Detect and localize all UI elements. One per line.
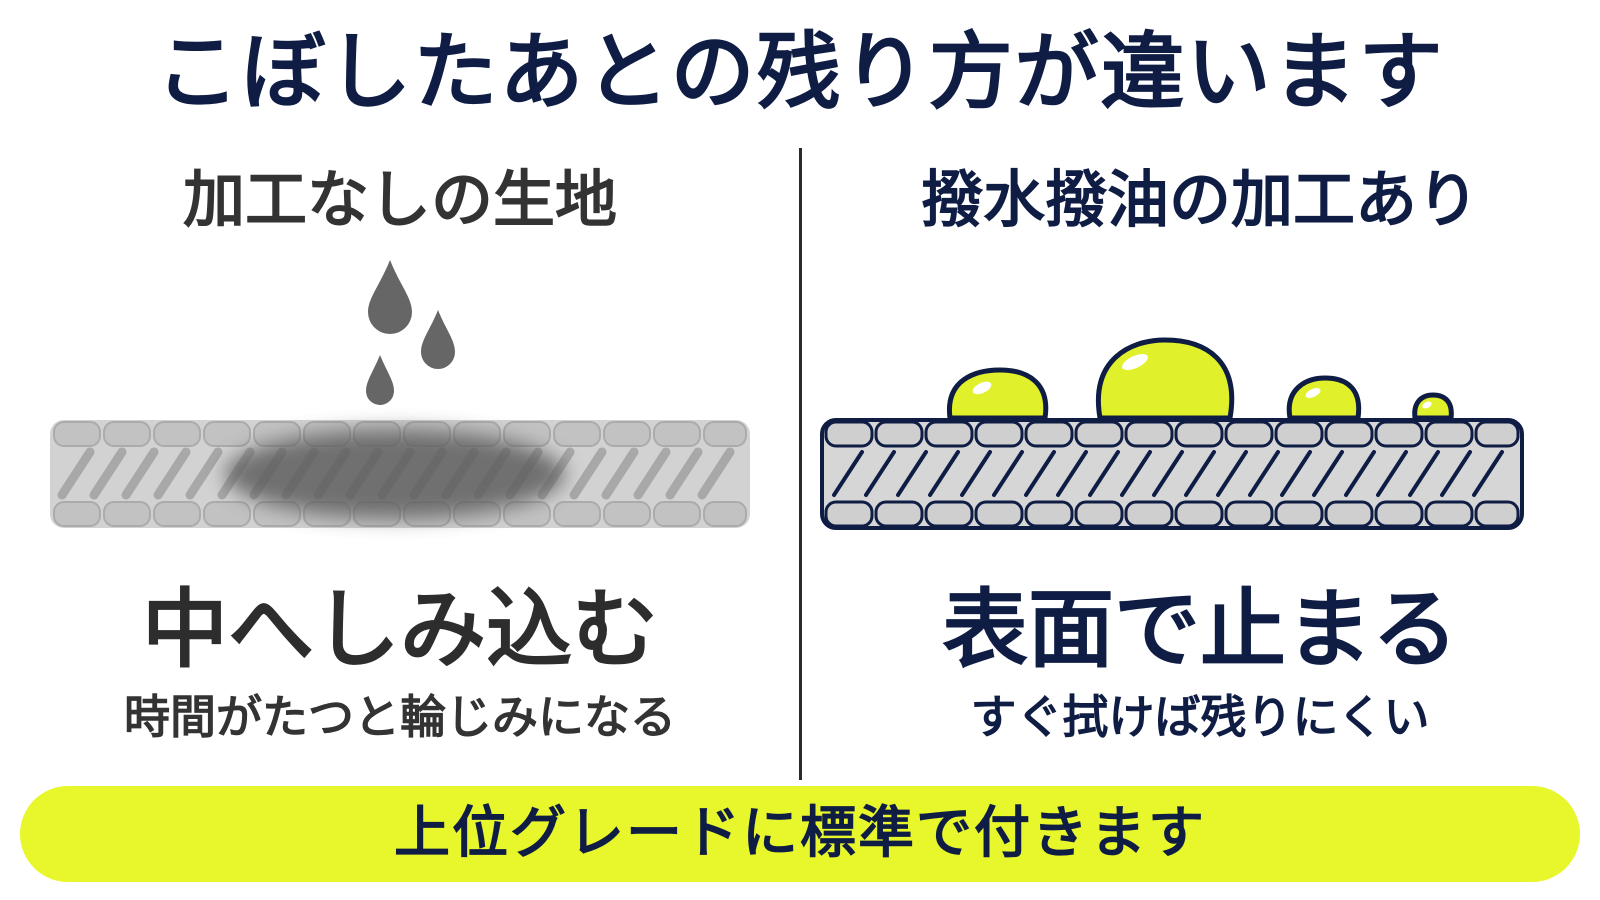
water-drop-icon [421, 310, 455, 369]
page-title: こぼしたあとの残り方が違います [155, 23, 1445, 121]
treated-subline: すぐ拭けば残りにくい [970, 690, 1430, 744]
oil-droplet-icon [1286, 375, 1362, 421]
untreated-heading: 加工なしの生地 [182, 163, 617, 236]
treated-panel: 撥水撥油の加工あり [810, 150, 1590, 780]
center-divider [799, 148, 802, 780]
water-drop-icon [368, 260, 412, 334]
untreated-panel: 加工なしの生地 [10, 150, 790, 780]
oil-droplet-icon [947, 367, 1049, 421]
treated-fabric-illustration [820, 337, 1524, 530]
water-drop-icon [366, 355, 394, 405]
fabric-layer [820, 418, 1524, 530]
grade-banner: 上位グレードに標準で付きます [20, 786, 1580, 882]
untreated-headline: 中へしみ込む [142, 580, 658, 680]
treated-heading: 撥水撥油の加工あり [920, 163, 1479, 236]
untreated-fabric-illustration [50, 260, 750, 528]
oil-droplet-icon [1412, 392, 1454, 421]
untreated-subline: 時間がたつと輪じみになる [124, 690, 676, 744]
stain-blot [225, 430, 565, 518]
oil-droplet-icon [1096, 337, 1235, 421]
fabric-layer [50, 420, 750, 528]
treated-headline: 表面で止まる [942, 580, 1458, 680]
